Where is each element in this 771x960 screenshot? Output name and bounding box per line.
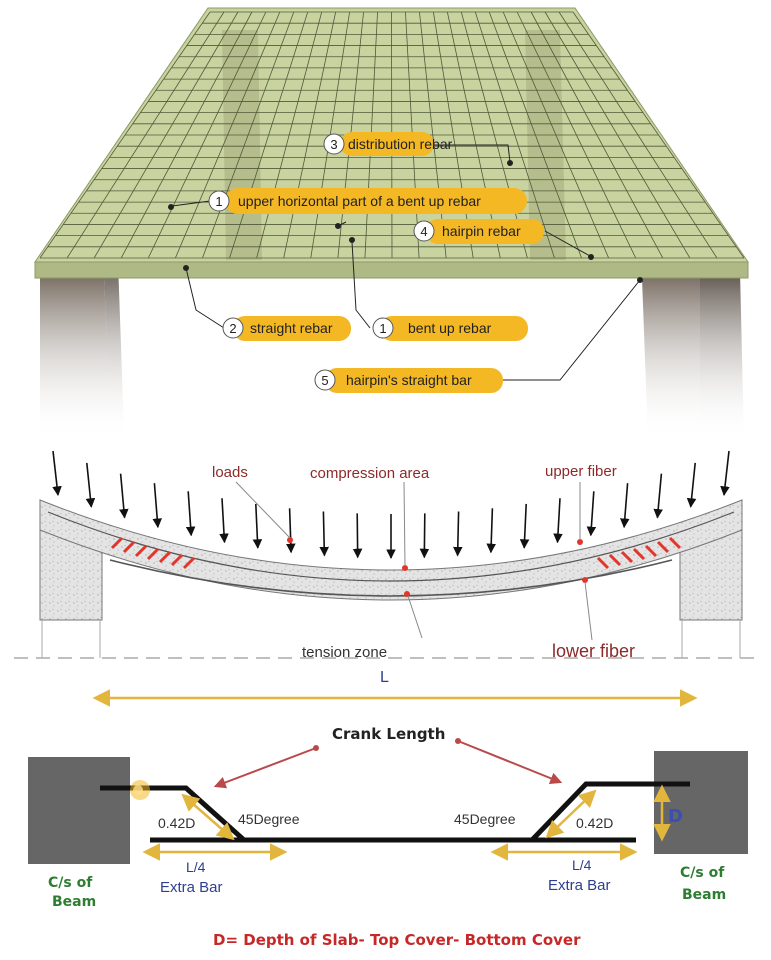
- load-arrows: [52, 450, 730, 559]
- label-number: 1: [379, 321, 386, 336]
- load-arrow: [352, 513, 363, 559]
- right-offset-label: 0.42D: [576, 815, 613, 831]
- load-arrow: [152, 483, 162, 529]
- depth-symbol: D: [668, 806, 683, 827]
- front-right-column-side: [700, 272, 744, 440]
- upper-fiber-label: upper fiber: [545, 463, 617, 480]
- right-quarter-label: L/4: [572, 857, 592, 873]
- label-number: 5: [321, 373, 328, 388]
- crank-detail: Crank Length 45Degree 45Degree 0.42D 0.4…: [28, 725, 748, 949]
- label-text: hairpin's straight bar: [346, 372, 472, 388]
- left-quarter-label: L/4: [186, 859, 206, 875]
- crank-length-title: Crank Length: [332, 725, 445, 743]
- crank-arrow-right: [457, 740, 563, 784]
- front-right-column: [642, 278, 700, 440]
- label-number: 2: [229, 321, 236, 336]
- label-text: bent up rebar: [408, 320, 492, 336]
- weld-flare-core: [133, 785, 143, 795]
- crank-arrow-left: [213, 747, 317, 789]
- load-arrow: [452, 511, 463, 557]
- left-cs-line1: C/s of: [48, 875, 93, 891]
- load-arrow: [419, 513, 430, 559]
- left-offset-label: 0.42D: [158, 815, 195, 831]
- load-arrow: [52, 450, 62, 496]
- label-text: straight rebar: [250, 320, 333, 336]
- label-upper-horizontal-bent-rebar: 1 upper horizontal part of a bent up reb…: [208, 188, 527, 214]
- load-arrow: [252, 503, 263, 549]
- label-number: 1: [215, 194, 222, 209]
- left-beam-section: [28, 757, 130, 864]
- label-text: hairpin rebar: [442, 223, 521, 239]
- tension-marker: [404, 591, 410, 597]
- leader-lines: [168, 144, 643, 381]
- compression-marker: [402, 565, 408, 571]
- label-text: distribution rebar: [348, 136, 453, 152]
- right-hatch: [596, 536, 682, 570]
- loads-label: loads: [212, 464, 248, 481]
- loads-marker: [287, 537, 293, 543]
- label-hairpin-straight-bar: 5 hairpin's straight bar: [314, 368, 503, 393]
- load-arrow: [286, 508, 296, 554]
- span-label: L: [380, 669, 389, 686]
- compression-area-label: compression area: [310, 465, 430, 482]
- load-arrow: [185, 491, 196, 537]
- load-arrow: [219, 498, 229, 544]
- right-cs-line1: C/s of: [680, 865, 725, 881]
- left-cs-line2: Beam: [52, 894, 96, 910]
- bending-section-illustration: loads compression area upper fiber tensi…: [14, 450, 760, 707]
- upper-fiber-marker: [577, 539, 583, 545]
- label-straight-rebar: 2 straight rebar: [222, 316, 351, 341]
- load-arrow: [319, 511, 330, 557]
- load-arrow: [686, 462, 697, 508]
- lower-fiber-label: lower fiber: [552, 641, 635, 661]
- front-left-column: [40, 278, 112, 440]
- load-arrow: [653, 473, 663, 519]
- load-arrow: [519, 503, 530, 549]
- right-angle-label: 45Degree: [454, 811, 516, 827]
- load-arrow: [553, 498, 563, 544]
- right-beam-section: [654, 751, 748, 854]
- slab-3d-illustration: 3 distribution rebar 1 upper horizontal …: [34, 7, 749, 440]
- right-cs-line2: Beam: [682, 887, 726, 903]
- label-bent-up-rebar: 1 bent up rebar: [372, 316, 528, 341]
- rebar-mesh: [39, 11, 745, 259]
- tension-zone-label: tension zone: [302, 644, 387, 661]
- label-number: 3: [330, 137, 337, 152]
- right-extra-bar-label: Extra Bar: [548, 877, 611, 894]
- load-arrow: [586, 491, 597, 537]
- load-arrow: [720, 450, 730, 496]
- back-left-column: [222, 30, 262, 260]
- depth-footnote: D= Depth of Slab- Top Cover- Bottom Cove…: [213, 931, 581, 949]
- load-arrow: [620, 483, 630, 529]
- label-text: upper horizontal part of a bent up rebar: [238, 193, 481, 209]
- crank-arrow-right-dot: [455, 738, 461, 744]
- right-offset-dimension: [545, 789, 597, 839]
- front-left-column-side: [104, 262, 124, 440]
- label-hairpin-rebar: 4 hairpin rebar: [413, 219, 544, 244]
- slab-front-face: [34, 261, 749, 279]
- left-angle-label: 45Degree: [238, 811, 300, 827]
- lower-fiber-marker: [582, 577, 588, 583]
- section-leaders: [235, 481, 593, 641]
- label-distribution-rebar: 3 distribution rebar: [323, 132, 453, 156]
- label-number: 4: [420, 224, 427, 239]
- load-arrow: [85, 462, 96, 508]
- crank-arrow-left-dot: [313, 745, 319, 751]
- left-hatch: [110, 536, 196, 570]
- left-offset-dimension: [181, 793, 235, 841]
- deflected-slab: [39, 499, 743, 601]
- left-extra-bar-label: Extra Bar: [160, 879, 223, 896]
- bottom-rebar-line: [109, 559, 673, 597]
- load-arrow: [486, 508, 496, 554]
- load-arrow: [119, 473, 129, 519]
